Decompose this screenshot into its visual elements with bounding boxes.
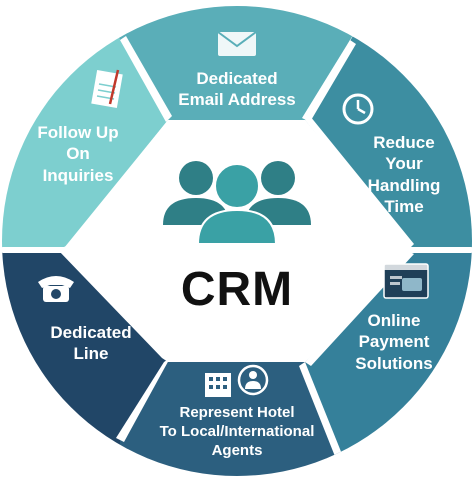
segment-line-label: Dedicated Line [50, 323, 132, 364]
segment-represent [120, 362, 350, 476]
center-title: CRM [180, 263, 294, 316]
clock-icon [342, 93, 374, 125]
payment-browser-icon [383, 263, 429, 299]
notepad-icon [91, 69, 123, 108]
segment-online-label: Online Payment Solutions [355, 311, 433, 373]
envelope-icon [217, 31, 257, 56]
segment-email-label: Dedicated Email Address [178, 69, 296, 110]
segment-represent-label: Represent Hotel To Local/International A… [159, 404, 315, 459]
telephone-icon [38, 276, 74, 302]
hotel-agent-icon [205, 364, 269, 397]
segment-follow-label: Follow Up On Inquiries [37, 123, 119, 185]
segment-reduce-label: Reduce Your Handling Time [367, 133, 441, 216]
people-group-icon [163, 161, 311, 245]
